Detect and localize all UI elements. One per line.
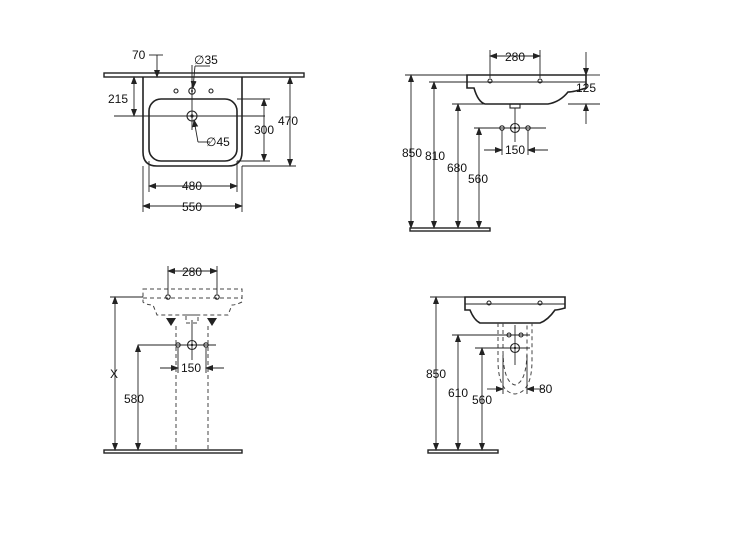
tap-hole-icon — [173, 87, 214, 95]
dim-560: 560 — [472, 393, 492, 407]
dim-850: 850 — [426, 367, 446, 381]
floor-strip — [409, 227, 491, 232]
wall-strip — [103, 72, 305, 78]
tap-hole-icon — [486, 300, 543, 306]
dim-tap-spacing: 280 — [505, 50, 525, 64]
dim-tap-side: 70 — [132, 48, 146, 62]
basin-outline — [142, 77, 243, 167]
dim-610: 610 — [448, 386, 468, 400]
dim-drain: ∅45 — [206, 135, 230, 149]
semipedestal-view: 850 610 560 80 — [426, 296, 566, 454]
dim-bowl-depth: 300 — [254, 123, 274, 137]
dim-bowl-width: 480 — [182, 179, 202, 193]
bowl-outline — [148, 98, 238, 162]
valve-left-icon — [166, 318, 176, 326]
dim-810: 810 — [425, 149, 445, 163]
dim-tap-spacing: 280 — [182, 265, 202, 279]
dim-580: 580 — [124, 392, 144, 406]
tap-hole-icon — [165, 294, 220, 300]
dim-560: 560 — [468, 172, 488, 186]
dim-tap-hole: ∅35 — [194, 53, 218, 67]
dim-total-depth: 470 — [278, 114, 298, 128]
floor-strip — [427, 449, 499, 454]
dim-rim-height: 125 — [576, 81, 596, 95]
dim-680: 680 — [447, 161, 467, 175]
basin-side-outline — [466, 74, 587, 105]
side-view: 280 125 850 810 680 560 150 — [402, 50, 600, 232]
dim-80: 80 — [539, 382, 553, 396]
basin-side-outline — [464, 296, 566, 324]
dim-waste-spacing: 150 — [505, 143, 525, 157]
top-view: 70 ∅35 215 300 470 ∅45 480 550 — [103, 48, 305, 214]
front-pedestal-view: 280 X 580 150 — [103, 265, 243, 454]
dim-x: X — [110, 367, 118, 381]
valve-right-icon — [207, 318, 217, 326]
semipedestal-outline — [502, 323, 528, 386]
basin-front-outline — [142, 288, 243, 316]
tap-hole-icon — [487, 78, 543, 84]
dim-total-width: 550 — [182, 200, 202, 214]
dim-waste-spacing: 150 — [181, 361, 201, 375]
dim-215: 215 — [108, 92, 128, 106]
dim-850: 850 — [402, 146, 422, 160]
floor-strip — [103, 449, 243, 454]
